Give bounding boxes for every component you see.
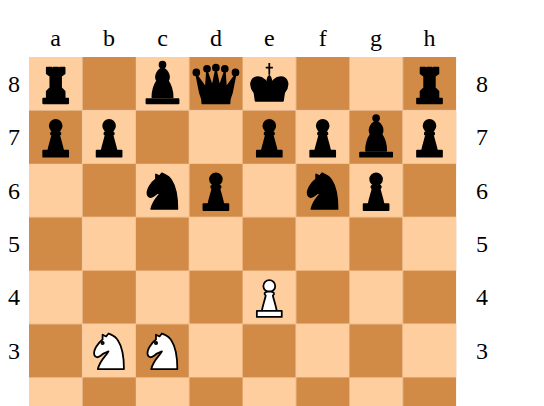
file-label: f — [319, 26, 327, 50]
rank-label: 4 — [8, 285, 20, 309]
rank-label: 5 — [8, 232, 20, 256]
rank-label: 3 — [476, 339, 488, 363]
rank-label: 7 — [476, 125, 488, 149]
black-bishop — [146, 62, 178, 104]
rank-label: 7 — [8, 125, 20, 149]
file-label: c — [157, 26, 168, 50]
black-king — [251, 63, 287, 101]
black-pawn — [310, 120, 335, 157]
rank-label: 8 — [8, 72, 20, 96]
rank-label: 6 — [8, 179, 20, 203]
white-knight — [147, 333, 177, 369]
black-rook — [417, 68, 442, 104]
file-label: d — [210, 26, 222, 50]
black-rook — [43, 68, 68, 104]
black-knight — [147, 173, 177, 209]
rank-label: 5 — [476, 232, 488, 256]
rank-label: 8 — [476, 72, 488, 96]
board-squares — [29, 57, 456, 406]
black-queen — [193, 65, 238, 104]
black-pawn — [257, 120, 282, 157]
rank-label: 4 — [476, 285, 488, 309]
file-label: h — [424, 26, 436, 50]
black-pawn — [417, 120, 442, 157]
white-knight — [94, 333, 124, 369]
black-bishop — [360, 115, 392, 157]
rank-label: 3 — [8, 339, 20, 363]
black-knight — [308, 173, 338, 209]
black-pawn — [43, 120, 68, 157]
file-label: e — [264, 26, 275, 50]
file-label: a — [50, 26, 61, 50]
white-pawn — [257, 280, 282, 317]
file-label: g — [370, 26, 382, 50]
rank-label: 6 — [476, 179, 488, 203]
black-pawn — [203, 173, 228, 210]
black-pawn — [97, 120, 122, 157]
black-pawn — [364, 173, 389, 210]
file-label: b — [103, 26, 115, 50]
